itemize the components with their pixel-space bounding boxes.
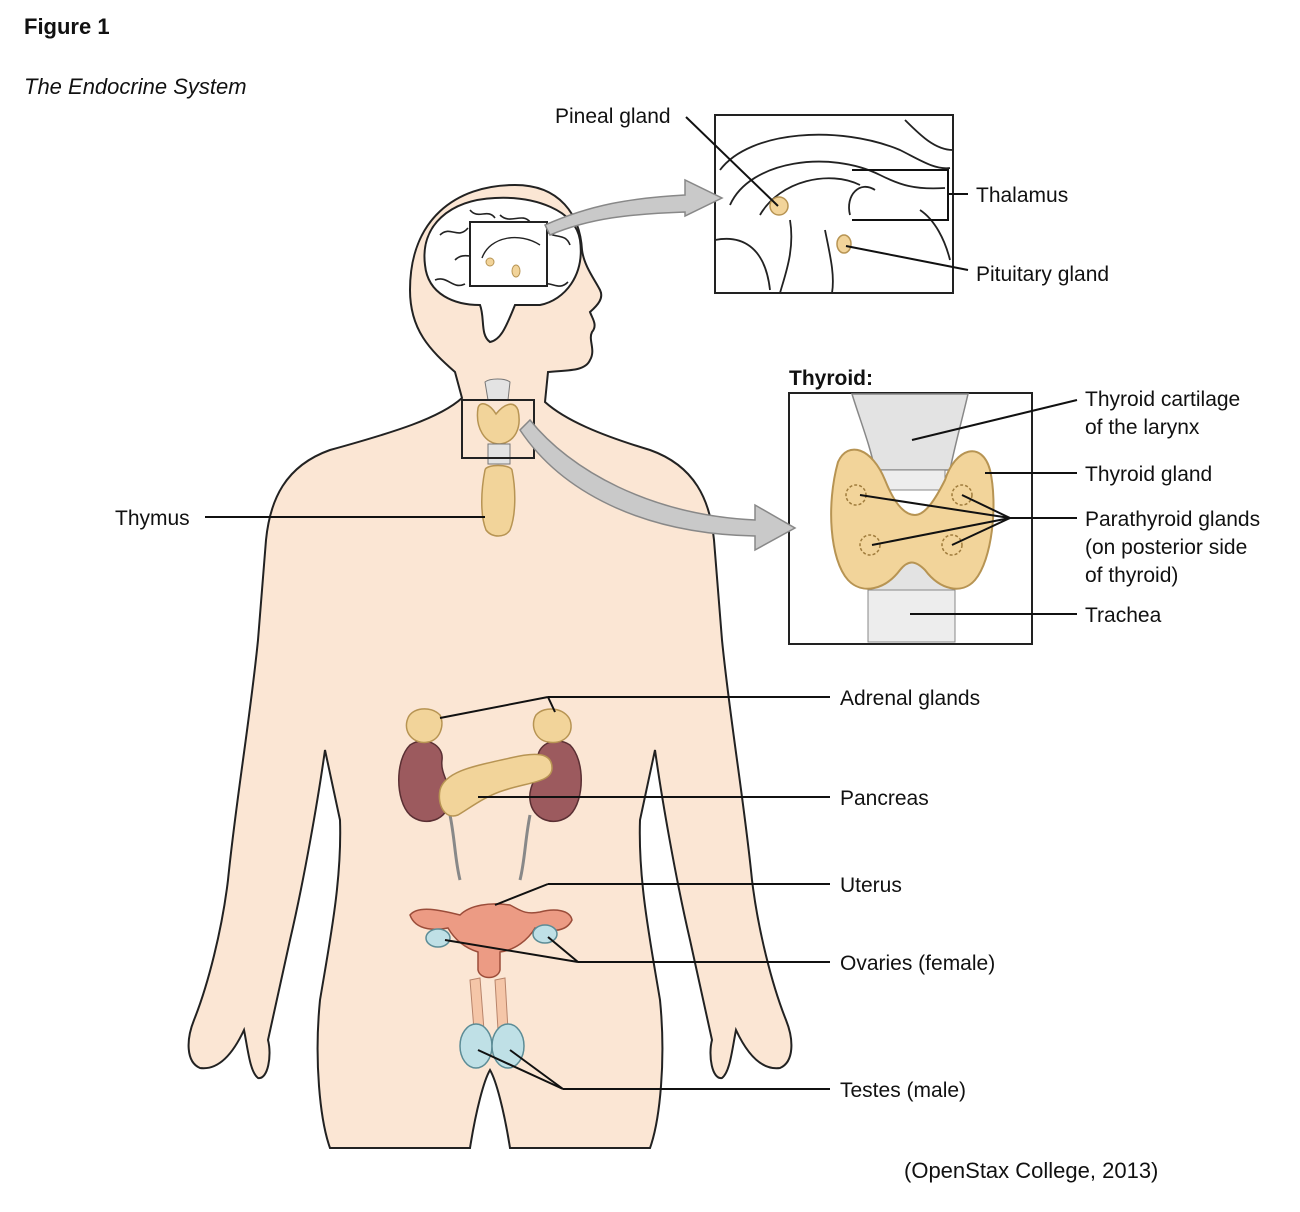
body-silhouette [187, 183, 793, 1149]
label-pituitary-gland: Pituitary gland [976, 263, 1109, 286]
brain [423, 196, 582, 344]
citation: (OpenStax College, 2013) [904, 1158, 1159, 1183]
label-adrenal-glands: Adrenal glands [840, 687, 980, 710]
label-thymus: Thymus [115, 507, 190, 530]
thyroid-inset [788, 392, 1033, 645]
thymus [481, 464, 516, 537]
label-trachea: Trachea [1085, 604, 1162, 627]
label-thyroid-gland: Thyroid gland [1085, 463, 1212, 486]
brain-zoom-box [469, 221, 548, 287]
arrow-to-brain-inset [543, 178, 724, 236]
label-pineal-gland: Pineal gland [555, 105, 671, 128]
figure-title: The Endocrine System [24, 74, 247, 99]
label-thyroid-cartilage-line2: of the larynx [1085, 416, 1200, 439]
testes [459, 977, 525, 1069]
label-uterus: Uterus [840, 874, 902, 897]
label-thyroid-cartilage-line1: Thyroid cartilage [1085, 388, 1240, 411]
uterus [409, 903, 573, 979]
label-parathyroid-line3: of thyroid) [1085, 564, 1178, 587]
label-parathyroid-line1: Parathyroid glands [1085, 508, 1260, 531]
label-testes: Testes (male) [840, 1079, 966, 1102]
label-thalamus: Thalamus [976, 184, 1068, 207]
leader-lines [205, 116, 1078, 1090]
label-thyroid-heading: Thyroid: [789, 367, 873, 390]
arrow-to-thyroid-inset [519, 418, 797, 552]
neck-thyroid [461, 378, 535, 465]
figure-label: Figure 1 [24, 14, 110, 39]
pancreas [438, 753, 553, 817]
label-ovaries: Ovaries (female) [840, 952, 995, 975]
label-pancreas: Pancreas [840, 787, 929, 810]
adrenal-glands [405, 708, 572, 744]
brain-inset [714, 114, 954, 294]
label-parathyroid-line2: (on posterior side [1085, 536, 1247, 559]
